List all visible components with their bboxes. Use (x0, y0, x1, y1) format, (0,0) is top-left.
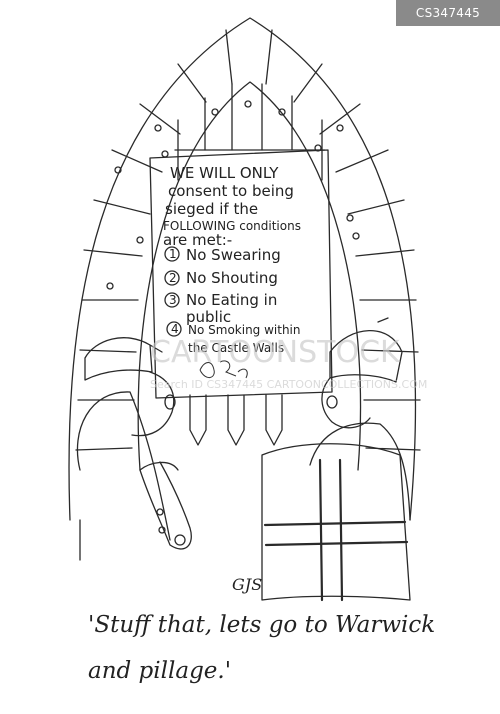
left-soldier-body (76, 391, 171, 541)
right-soldier-body (309, 422, 411, 521)
right-soldier-helmet (329, 330, 403, 383)
watermark-url: Search ID CS347445 CARTOONCOLLECTIONS.CO… (150, 378, 427, 391)
notice-line-1: WE WILL ONLY (170, 164, 279, 182)
notice-number-2: 2 (169, 271, 177, 285)
notice-line-2: consent to being (168, 182, 294, 200)
notice-rule-2: No Shouting (186, 269, 278, 287)
shield (261, 443, 411, 601)
stock-id-badge: CS347445 (396, 0, 500, 26)
caption-line-1: 'Stuff that, lets go to Warwick (88, 612, 435, 638)
left-soldier-helmet (84, 337, 153, 381)
notice-rule-1: No Swearing (186, 246, 281, 264)
notice-line-5: are met:- (163, 231, 232, 249)
notice-number-3: 3 (169, 293, 177, 307)
left-soldier-arm (139, 461, 192, 550)
arch-outer (68, 17, 417, 521)
notice-line-3: sieged if the (165, 200, 258, 218)
left-soldier-face (131, 371, 175, 437)
notice-paper (149, 149, 333, 399)
caption-line-2: and pillage.' (88, 658, 231, 684)
notice-line-4: FOLLOWING conditions (163, 219, 301, 233)
notice-number-1: 1 (169, 247, 177, 261)
notice-rule-4a: No Smoking within (188, 323, 301, 337)
notice-rule-4b: the Castle Walls (188, 341, 284, 355)
arch-inner (137, 81, 362, 471)
watermark-brand: CARTOONSTOCK (150, 335, 401, 370)
notice-number-4: 4 (171, 322, 179, 336)
artist-signature: GJS (232, 575, 262, 594)
notice-rule-3b: public (186, 308, 231, 326)
notice-rule-3a: No Eating in (186, 291, 277, 309)
right-soldier-face (321, 377, 371, 429)
